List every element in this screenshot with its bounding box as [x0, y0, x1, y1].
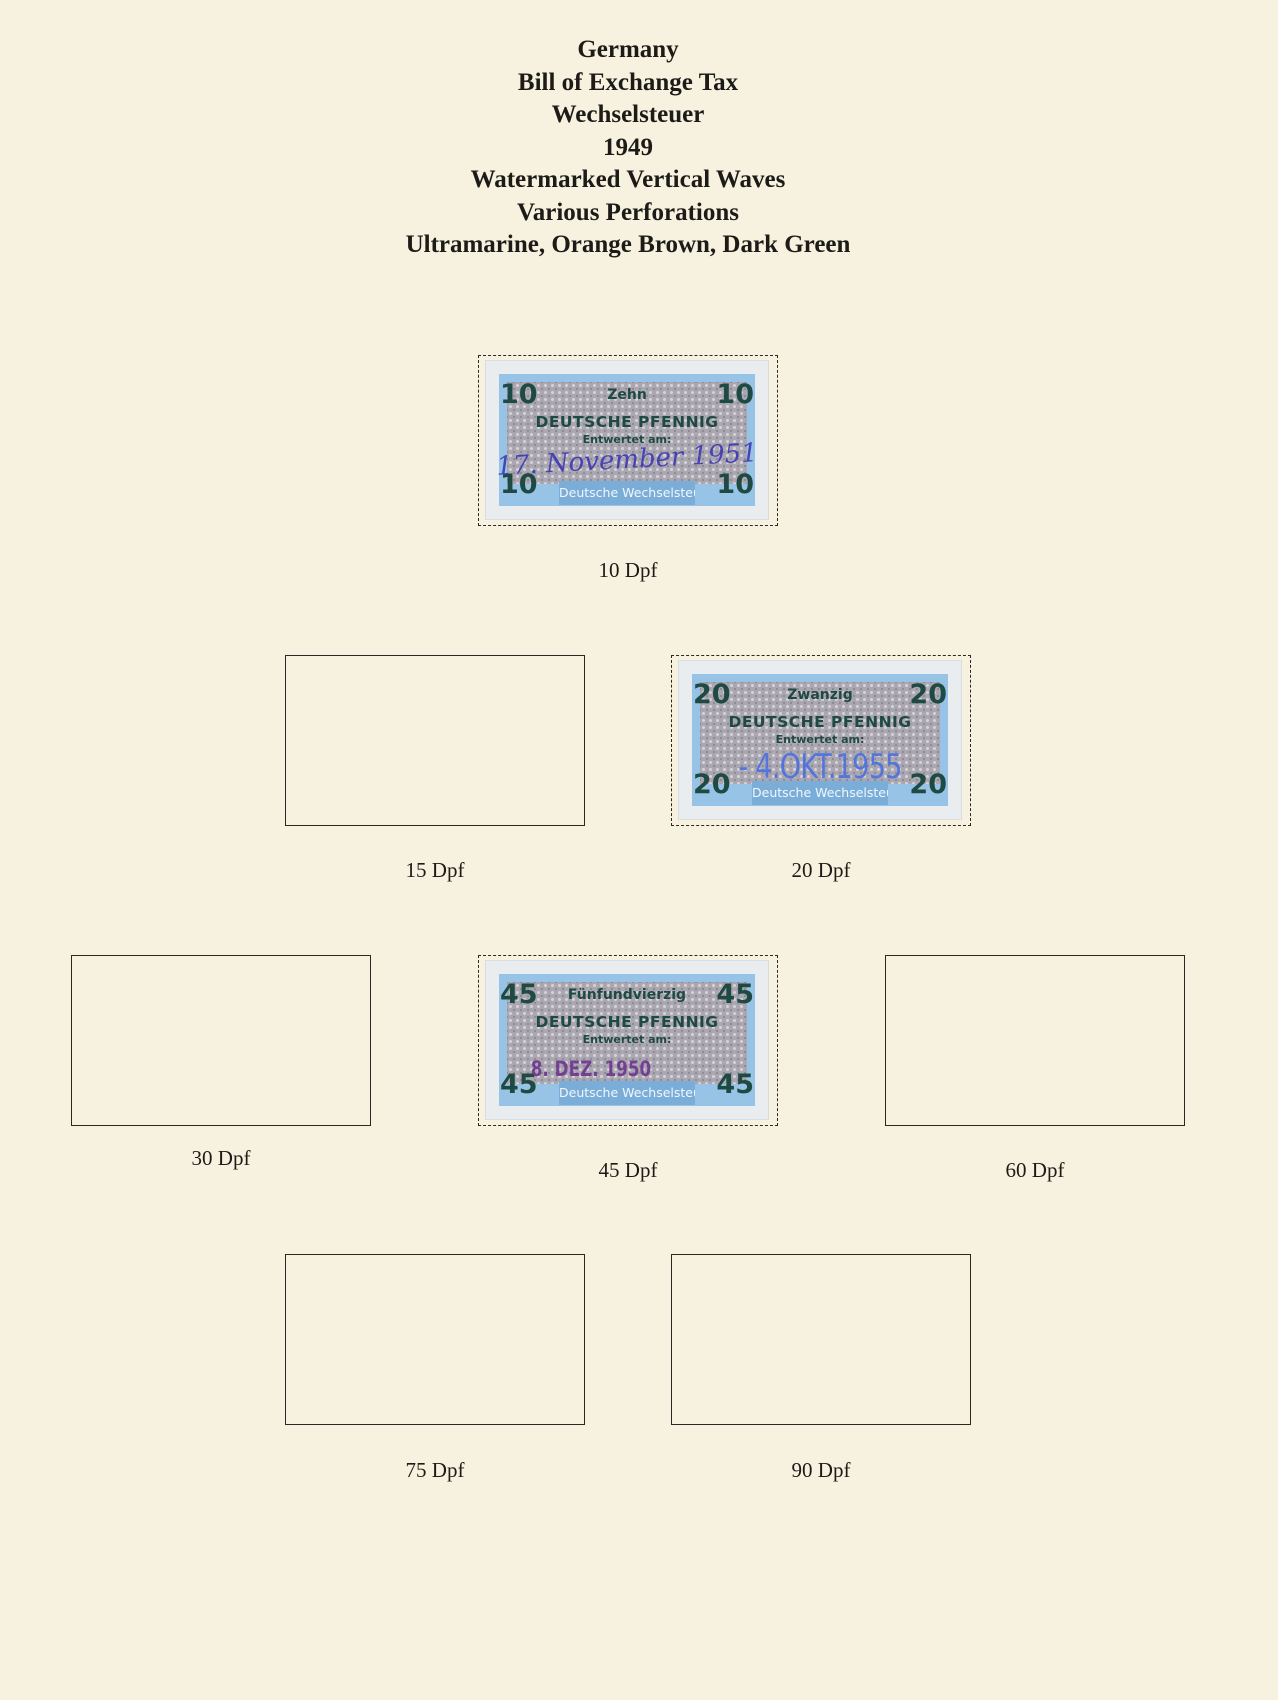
page-header: Germany Bill of Exchange Tax Wechselsteu…: [0, 34, 1256, 262]
slot-label: 10 Dpf: [598, 558, 658, 582]
stamp-value: 10: [716, 469, 754, 500]
stamp-footer: Deutsche Wechselsteuer: [559, 1081, 695, 1105]
stamp-value-word: Zwanzig: [787, 687, 853, 703]
stamp-currency: DEUTSCHE PFENNIG: [535, 413, 719, 431]
header-watermark: Watermarked Vertical Waves: [470, 166, 786, 193]
stamp-value: 20: [909, 679, 947, 710]
stamp-value: 20: [693, 769, 731, 800]
stamp-footer: Deutsche Wechselsteuer: [752, 781, 888, 805]
stamp-value: 45: [716, 979, 754, 1010]
slot-label: 75 Dpf: [405, 1458, 465, 1482]
slot-label: 20 Dpf: [791, 858, 851, 882]
stamp-currency: DEUTSCHE PFENNIG: [535, 1013, 719, 1031]
stamp-45: 45 45 45 45 Fünfundvierzig DEUTSCHE PFEN…: [486, 961, 768, 1119]
stamp-value: 45: [500, 1069, 538, 1100]
slot-label: 90 Dpf: [791, 1458, 851, 1482]
stamp-value: 45: [500, 979, 538, 1010]
stamp-entwertet: Entwertet am:: [582, 433, 672, 446]
stamp-10: 10 10 10 10 Zehn DEUTSCHE PFENNIG Entwer…: [486, 361, 768, 519]
stamp-slot-10[interactable]: 10 10 10 10 Zehn DEUTSCHE PFENNIG Entwer…: [478, 355, 778, 526]
header-colors: Ultramarine, Orange Brown, Dark Green: [405, 231, 851, 258]
header-german-name: Wechselsteuer: [551, 101, 705, 128]
stamp-slot-75[interactable]: [285, 1254, 585, 1425]
stamp-value: 10: [500, 469, 538, 500]
stamp-slot-15[interactable]: [285, 655, 585, 826]
stamp-entwertet: Entwertet am:: [582, 1033, 672, 1046]
header-perforations: Various Perforations: [517, 198, 739, 226]
slot-label: 15 Dpf: [405, 858, 465, 882]
slot-label: 45 Dpf: [598, 1158, 658, 1182]
stamp-footer: Deutsche Wechselsteuer: [559, 481, 695, 505]
stamp-slot-60[interactable]: [885, 955, 1185, 1126]
header-tax-name: Bill of Exchange Tax: [517, 68, 739, 96]
stamp-value: 20: [909, 769, 947, 800]
slot-label: 30 Dpf: [191, 1146, 251, 1170]
stamp-value: 10: [500, 379, 538, 410]
stamp-slot-45[interactable]: 45 45 45 45 Fünfundvierzig DEUTSCHE PFEN…: [478, 955, 778, 1126]
stamp-value-word: Fünfundvierzig: [567, 987, 687, 1003]
stamp-value-word: Zehn: [607, 387, 647, 403]
stamp-slot-30[interactable]: [71, 955, 371, 1126]
stamp-value: 10: [716, 379, 754, 410]
header-country: Germany: [577, 36, 679, 63]
stamp-20: 20 20 20 20 Zwanzig DEUTSCHE PFENNIG Ent…: [679, 661, 961, 819]
stamp-value: 45: [716, 1069, 754, 1100]
stamp-slot-90[interactable]: [671, 1254, 971, 1425]
stamp-slot-20[interactable]: 20 20 20 20 Zwanzig DEUTSCHE PFENNIG Ent…: [671, 655, 971, 826]
slot-label: 60 Dpf: [1005, 1158, 1065, 1182]
header-year: 1949: [603, 133, 653, 161]
stamp-value: 20: [693, 679, 731, 710]
stamp-currency: DEUTSCHE PFENNIG: [728, 713, 912, 731]
stamp-entwertet: Entwertet am:: [775, 733, 865, 746]
